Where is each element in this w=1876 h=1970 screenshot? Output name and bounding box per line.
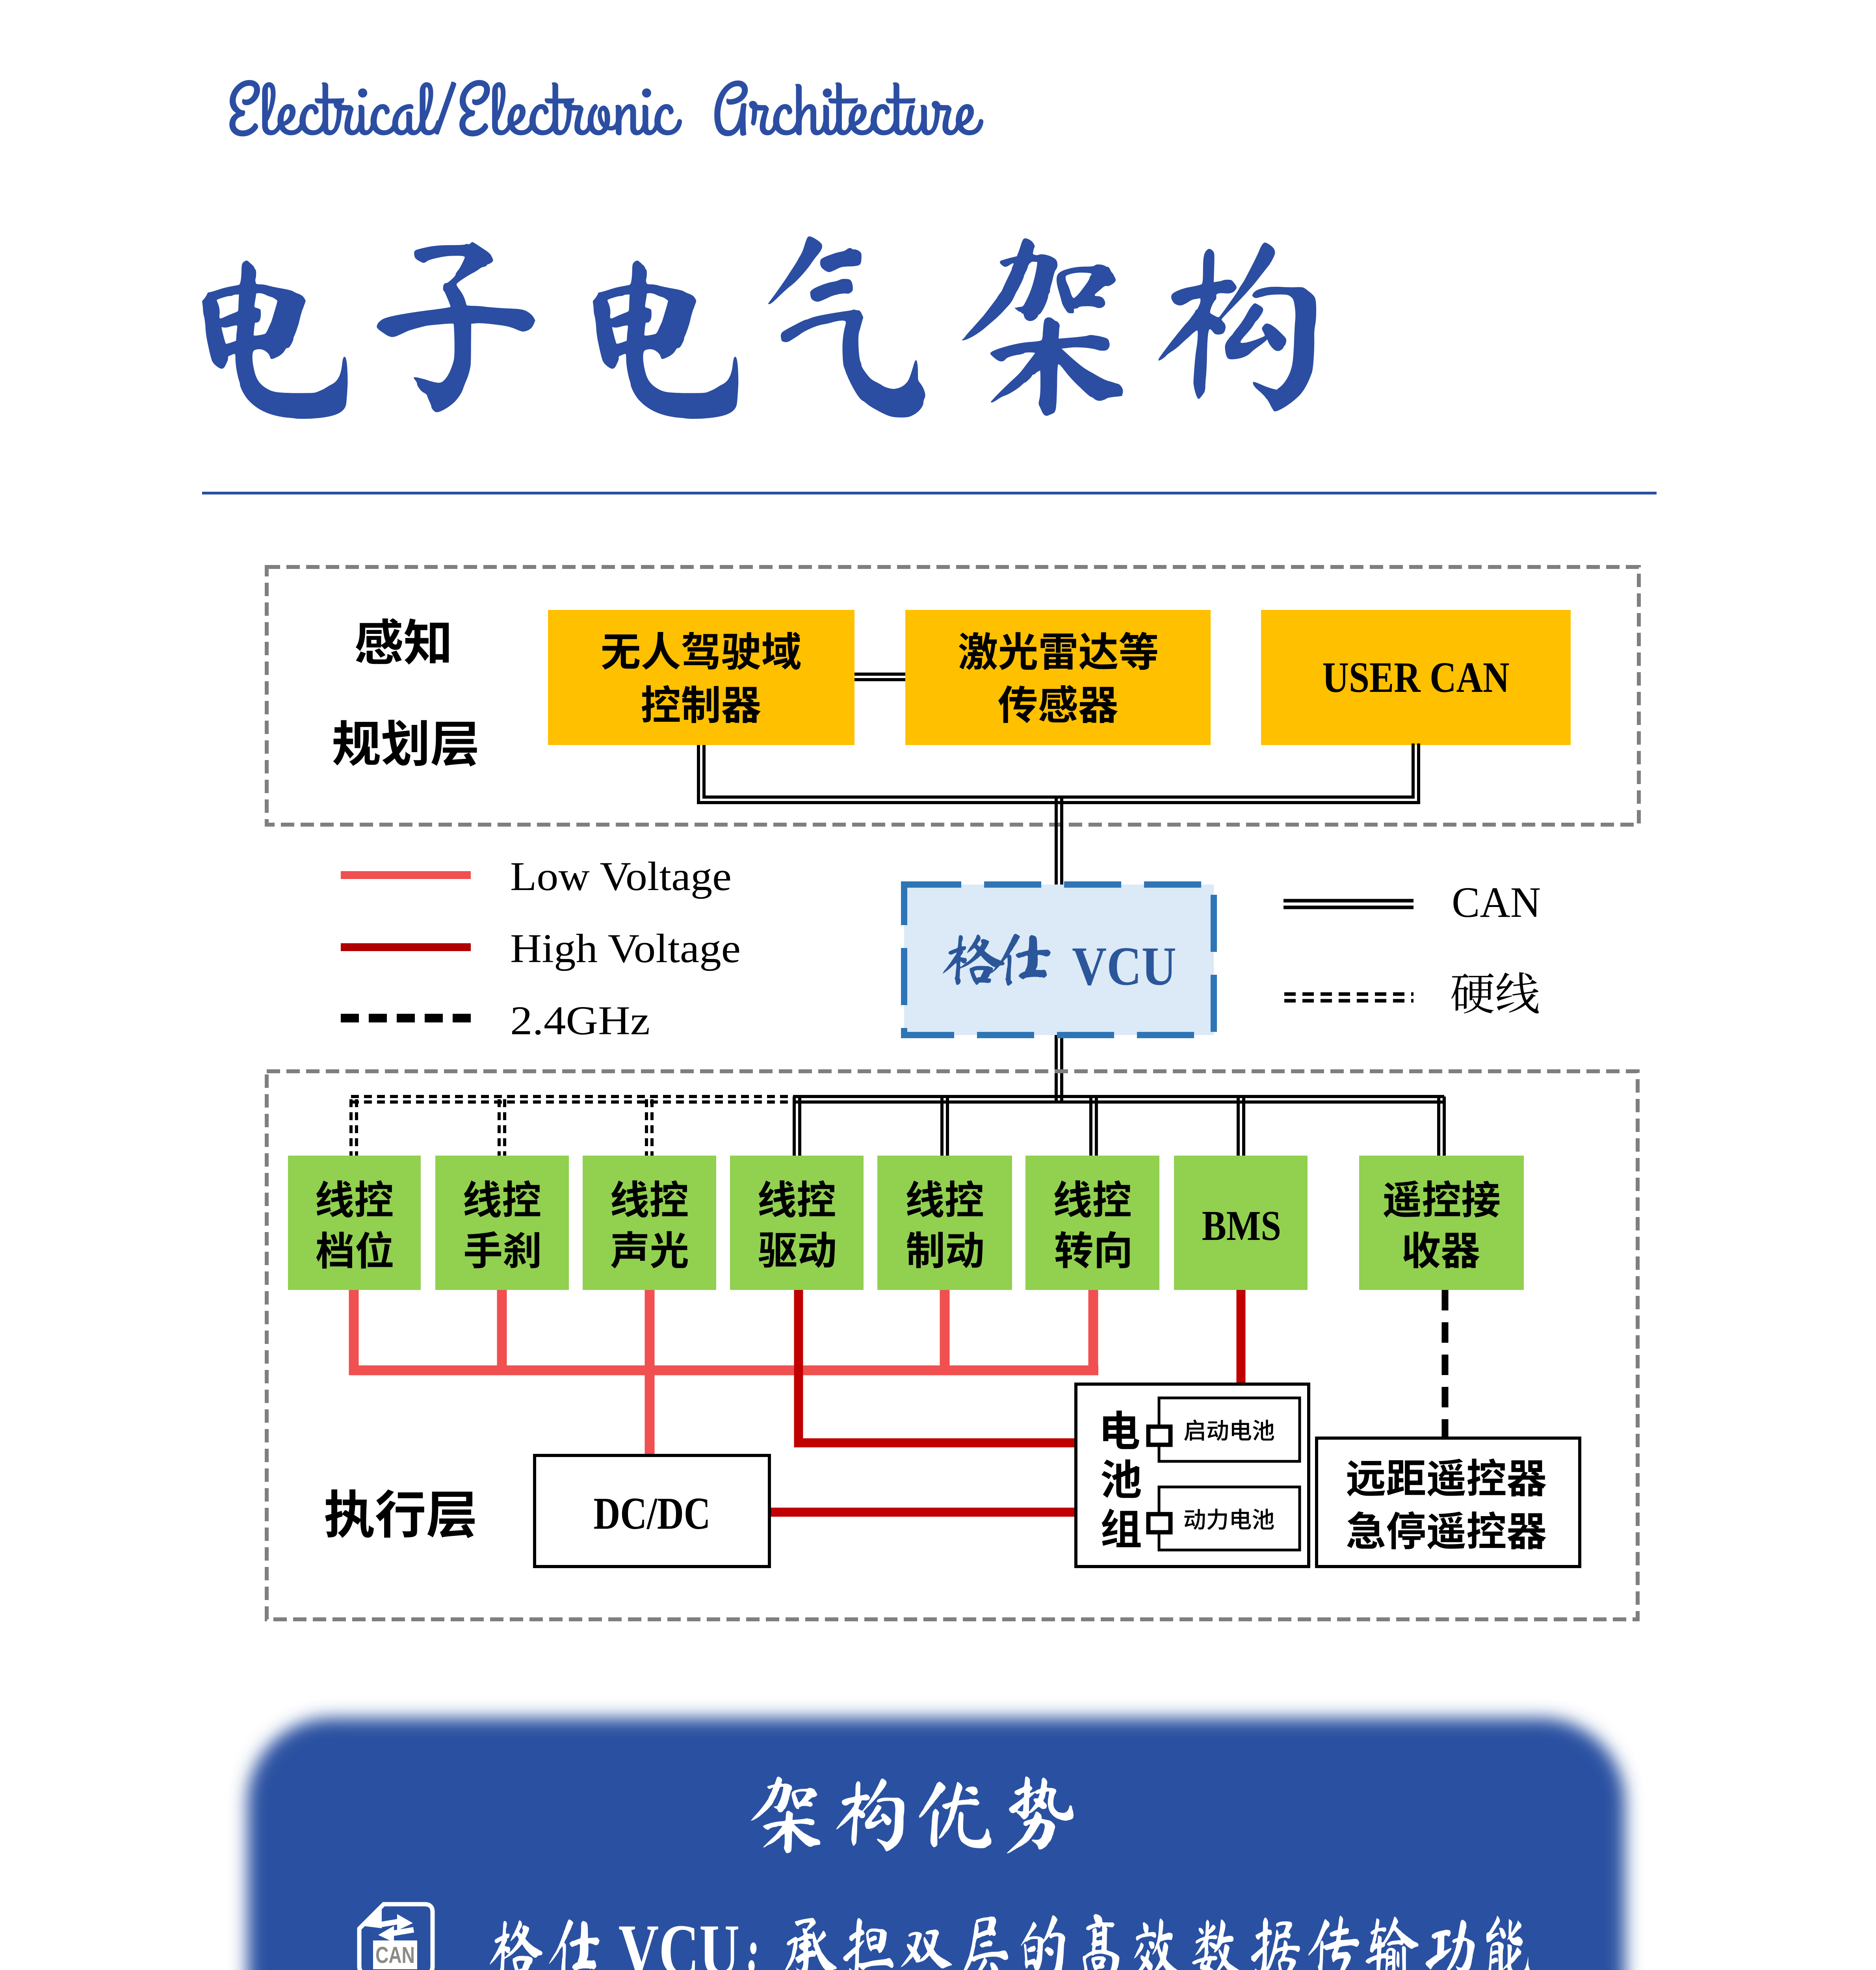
svg-text:DC/DC: DC/DC	[594, 1489, 711, 1539]
svg-text:2.4GHz: 2.4GHz	[510, 998, 650, 1043]
svg-text:CAN: CAN	[1452, 878, 1541, 926]
svg-text:VCU: VCU	[1072, 936, 1176, 997]
svg-text:CAN: CAN	[375, 1942, 415, 1968]
svg-text:VCU: VCU	[619, 1909, 740, 1970]
svg-text:Low Voltage: Low Voltage	[510, 854, 732, 899]
svg-text:USER CAN: USER CAN	[1322, 653, 1510, 701]
svg-text:High Voltage: High Voltage	[510, 926, 741, 971]
svg-text:BMS: BMS	[1202, 1202, 1281, 1249]
